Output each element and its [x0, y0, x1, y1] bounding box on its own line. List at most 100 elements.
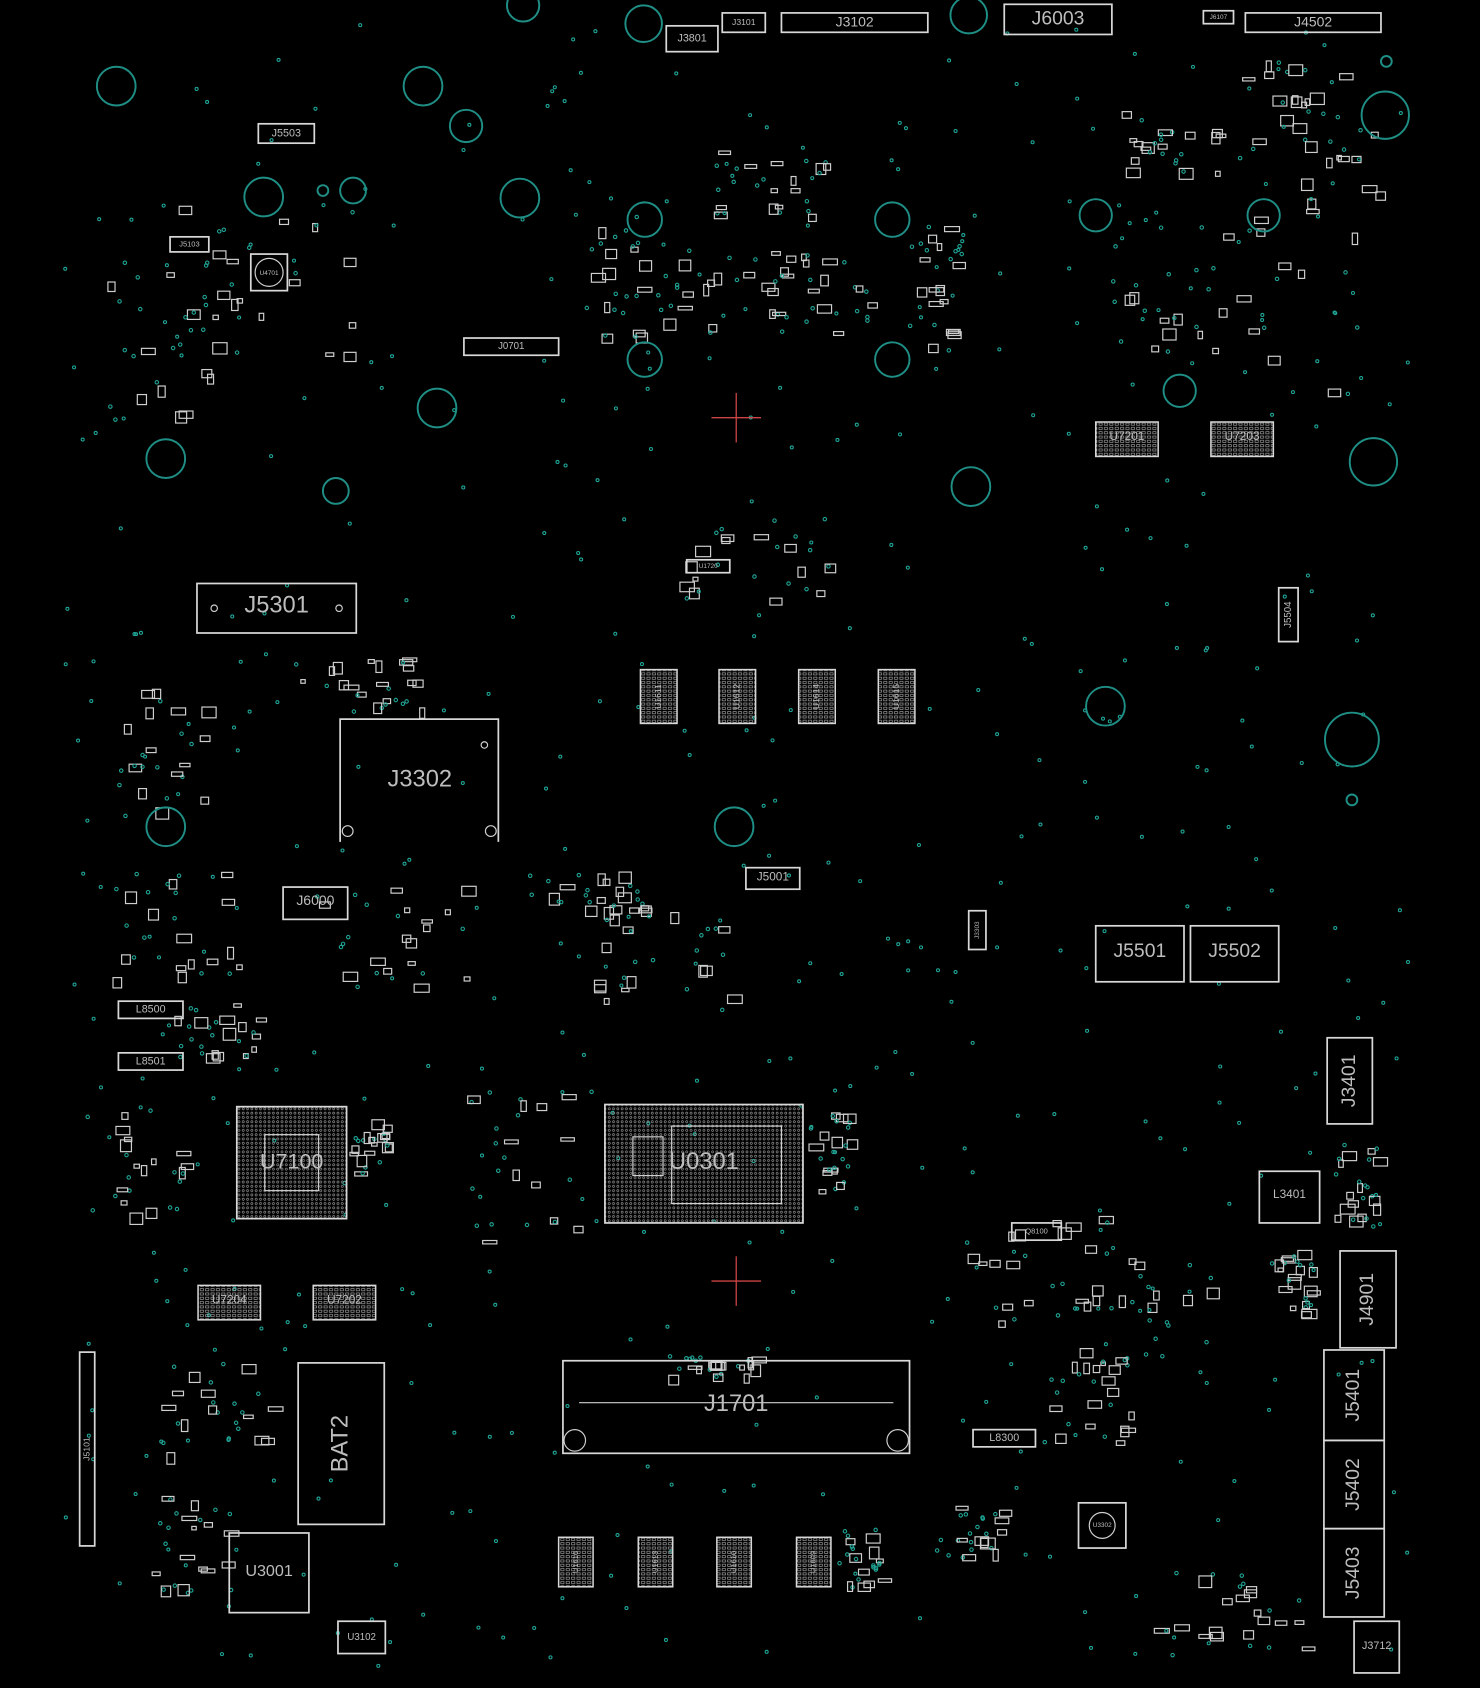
- smd-component: [1300, 178, 1314, 192]
- component-J5502[interactable]: J5502: [1189, 924, 1280, 983]
- via: [975, 1524, 980, 1530]
- component-J1701[interactable]: J1701: [562, 1359, 911, 1455]
- via: [467, 122, 472, 127]
- smd-component: [151, 1571, 161, 1577]
- component-L8300[interactable]: L8300: [972, 1428, 1037, 1448]
- smd-component: [236, 298, 244, 304]
- component-U1613[interactable]: U1613: [637, 1536, 674, 1588]
- component-U3302[interactable]: U3302: [1077, 1501, 1127, 1549]
- component-Q8100[interactable]: Q8100: [1010, 1222, 1063, 1242]
- smd-component: [875, 1558, 884, 1564]
- component-U1615[interactable]: U1615: [877, 668, 916, 725]
- component-U1616[interactable]: U1616: [557, 1536, 594, 1588]
- component-L8500[interactable]: L8500: [117, 1000, 184, 1020]
- via: [179, 353, 184, 358]
- component-J0701[interactable]: J0701: [463, 337, 560, 357]
- component-J4901[interactable]: J4901: [1339, 1250, 1397, 1349]
- smd-component: [422, 924, 431, 933]
- via: [1104, 1251, 1110, 1256]
- component-U1612[interactable]: U1612: [718, 668, 757, 725]
- component-J3302[interactable]: J3302: [339, 718, 500, 842]
- via: [734, 277, 740, 283]
- via: [953, 969, 958, 975]
- component-U7203[interactable]: U7203: [1210, 421, 1275, 458]
- component-J5001[interactable]: J5001: [745, 866, 801, 891]
- component-U4701[interactable]: U4701: [249, 253, 289, 292]
- via: [993, 1511, 998, 1517]
- smd-component: [1197, 330, 1204, 340]
- component-label: J0701: [498, 341, 524, 352]
- component-J3712[interactable]: J3712: [1353, 1620, 1401, 1674]
- component-L3401[interactable]: L3401: [1258, 1170, 1321, 1224]
- component-label: J5402: [1342, 1458, 1364, 1511]
- component-U0301[interactable]: U0301: [604, 1103, 804, 1224]
- component-L8501[interactable]: L8501: [117, 1051, 184, 1071]
- component-U7202[interactable]: U7202: [312, 1284, 377, 1321]
- component-J5401[interactable]: J5401: [1323, 1349, 1386, 1442]
- via: [1329, 80, 1334, 85]
- component-U1720[interactable]: U1720: [685, 558, 731, 574]
- component-J5403[interactable]: J5403: [1323, 1527, 1386, 1618]
- smd-component: [342, 971, 359, 982]
- via: [262, 611, 267, 616]
- component-U3001[interactable]: U3001: [228, 1532, 310, 1614]
- component-J6000[interactable]: J6000: [282, 886, 349, 921]
- smd-component: [1307, 198, 1317, 210]
- component-J5503[interactable]: J5503: [257, 122, 316, 145]
- via: [754, 183, 760, 188]
- via: [275, 700, 280, 705]
- via: [1164, 602, 1169, 607]
- via: [225, 1121, 230, 1126]
- smd-component: [288, 279, 301, 287]
- via: [687, 752, 692, 758]
- component-J5101[interactable]: J5101: [78, 1351, 96, 1547]
- via: [312, 1050, 317, 1055]
- component-J4502[interactable]: J4502: [1244, 12, 1382, 34]
- component-J5501[interactable]: J5501: [1094, 924, 1185, 983]
- via: [1165, 478, 1170, 483]
- component-J5504[interactable]: J5504: [1277, 586, 1299, 643]
- component-U7204[interactable]: U7204: [197, 1284, 262, 1321]
- via: [1204, 1380, 1209, 1386]
- via: [1009, 1362, 1014, 1367]
- component-J3101[interactable]: J3101: [721, 12, 767, 34]
- smd-component: [377, 1132, 388, 1143]
- component-U1614[interactable]: U1614: [797, 668, 837, 725]
- component-J5301[interactable]: J5301: [196, 582, 358, 634]
- component-U7100[interactable]: U7100: [235, 1105, 348, 1220]
- smd-component: [1211, 131, 1221, 145]
- component-J3401[interactable]: J3401: [1326, 1036, 1374, 1125]
- via: [166, 1547, 171, 1552]
- component-U3102[interactable]: U3102: [337, 1620, 387, 1655]
- via: [183, 1563, 188, 1568]
- component-J6107[interactable]: J6107: [1202, 9, 1235, 25]
- smd-component: [1265, 60, 1272, 73]
- component-J6003[interactable]: J6003: [1003, 3, 1113, 36]
- via: [402, 861, 407, 866]
- component-J3801[interactable]: J3801: [665, 24, 719, 53]
- smd-component: [807, 213, 817, 223]
- component-label: U1609: [809, 1551, 818, 1573]
- component-U1610[interactable]: U1610: [716, 1536, 753, 1588]
- via: [661, 242, 666, 247]
- component-U1611[interactable]: U1611: [639, 668, 678, 725]
- component-J3303[interactable]: J3303: [967, 909, 987, 951]
- via: [833, 1088, 838, 1093]
- component-J3102[interactable]: J3102: [780, 12, 929, 34]
- component-BAT2[interactable]: BAT2: [297, 1362, 386, 1526]
- via: [969, 1547, 974, 1552]
- smd-component: [1134, 1261, 1146, 1271]
- via: [837, 1560, 842, 1566]
- smd-component: [1295, 1265, 1306, 1276]
- via: [1266, 1645, 1272, 1650]
- component-J5402[interactable]: J5402: [1323, 1439, 1386, 1530]
- via: [587, 899, 592, 905]
- via: [1269, 1261, 1275, 1266]
- component-U1609[interactable]: U1609: [795, 1536, 832, 1588]
- component-label: J6107: [1210, 14, 1228, 21]
- smd-component: [531, 1181, 541, 1189]
- component-U7201[interactable]: U7201: [1094, 421, 1159, 458]
- component-J5103[interactable]: J5103: [169, 235, 210, 253]
- via: [563, 463, 568, 468]
